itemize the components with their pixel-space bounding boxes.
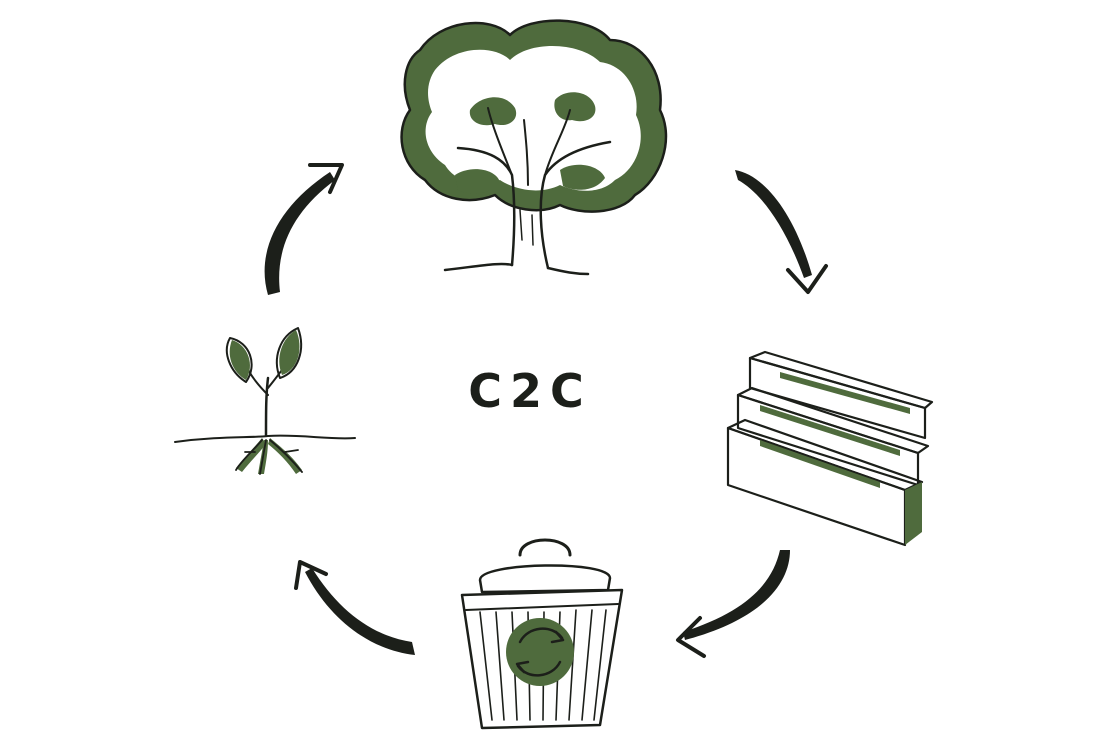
recycling-bin-icon: [460, 538, 624, 730]
tree-icon: [400, 19, 668, 276]
arrow-tree-to-lumber: [735, 170, 828, 294]
lumber-planks-icon: [726, 350, 934, 547]
sapling-icon: [174, 327, 356, 475]
arrow-bin-to-sapling: [294, 560, 415, 655]
arrow-sapling-to-tree: [264, 163, 344, 295]
center-label: C2C: [468, 364, 592, 418]
arrow-lumber-to-bin: [676, 550, 790, 658]
